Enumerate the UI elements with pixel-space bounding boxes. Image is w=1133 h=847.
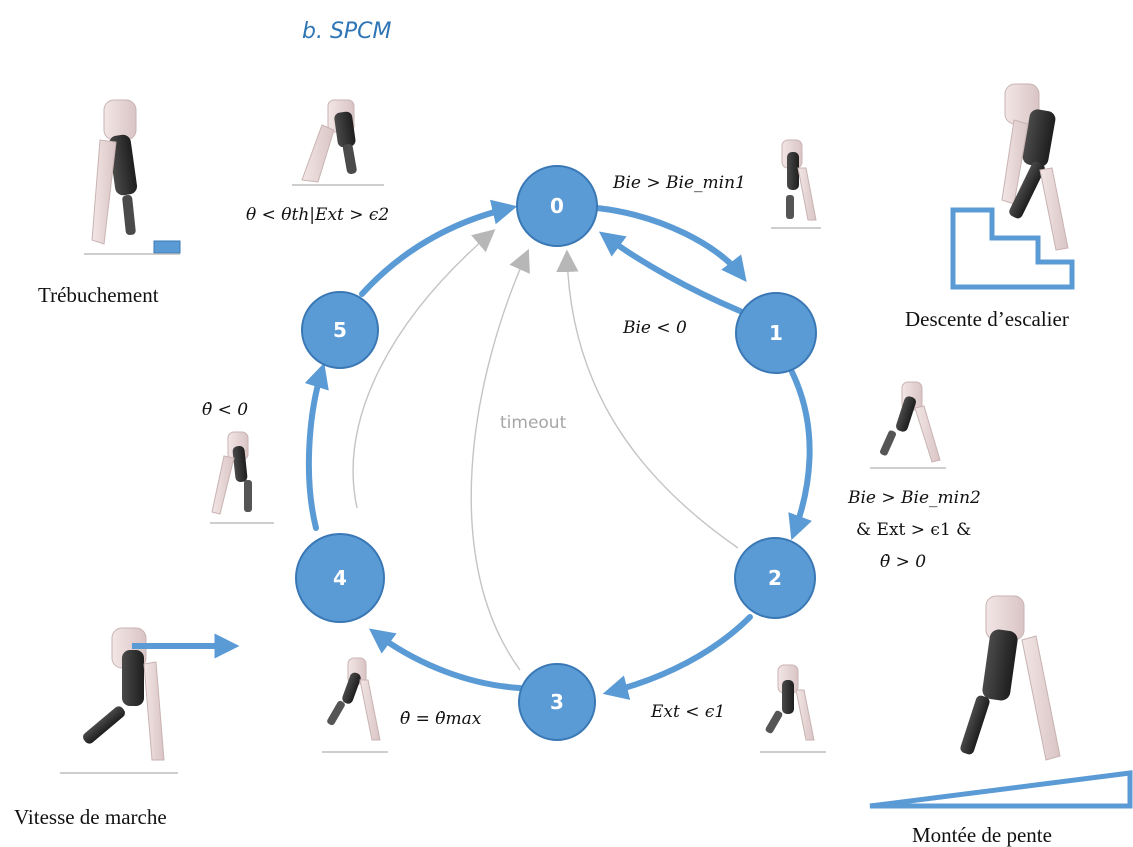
state-node-4: 4: [295, 533, 385, 623]
state-label: 3: [550, 690, 564, 714]
scenario-slope-up-illustration: [869, 595, 1133, 809]
state-node-2: 2: [734, 537, 816, 619]
condition-1-to-0: Bie < 0: [622, 318, 687, 338]
condition-2-to-3: Ext < ϵ1: [650, 702, 725, 722]
arrow-4-to-5: [304, 362, 329, 531]
state-label: 2: [768, 566, 782, 590]
condition-1-to-2-line3: θ̇ > 0: [880, 552, 926, 572]
state-label: 5: [333, 318, 347, 342]
state-label: 0: [550, 194, 564, 218]
state-node-5: 5: [301, 291, 379, 369]
state-label: 4: [333, 566, 347, 590]
arrow-5-to-0: [359, 199, 518, 297]
condition-0-to-1: Bie > Bie_min1: [612, 173, 746, 193]
arrow-0-to-1: [594, 205, 747, 282]
state-node-1: 1: [735, 292, 817, 374]
scenario-walk-speed-illustration: [60, 627, 240, 774]
scenario-stumble-label: Trébuchement: [38, 283, 159, 307]
state-node-3: 3: [518, 663, 596, 741]
scenario-stairs-down-illustration: [950, 83, 1075, 290]
leg-thumbnail-state1: [771, 139, 821, 229]
state-label: 1: [769, 321, 783, 345]
condition-4-to-5: θ̇ < 0: [202, 400, 248, 420]
arrow-2-to-3: [602, 614, 753, 700]
scenario-stairs-down-label: Descente d’escalier: [905, 307, 1069, 331]
arrow-3-to-4: [368, 628, 523, 691]
diagram-title: b. SPCM: [302, 19, 392, 44]
scenario-slope-up-label: Montée de pente: [912, 823, 1052, 847]
condition-5-to-0: θ < θth|Ext > ϵ2: [246, 205, 389, 225]
arrow-1-to-2: [788, 369, 813, 541]
leg-thumbnail-state2: [870, 381, 946, 469]
leg-thumbnail-state5: [210, 431, 274, 524]
leg-thumbnail-state4: [322, 657, 388, 753]
timeout-label: timeout: [500, 413, 567, 433]
arrow-1-to-0: [598, 231, 743, 314]
leg-thumbnail-top: [292, 99, 384, 186]
timeout-arrow-4: [352, 229, 496, 509]
timeout-arrows: [352, 229, 739, 671]
condition-3-to-4: θ̇ = θ̇max: [400, 709, 482, 729]
condition-1-to-2-line1: Bie > Bie_min2: [847, 488, 981, 508]
scenario-stumble-illustration: [84, 99, 181, 255]
leg-thumbnail-state3: [760, 664, 826, 753]
scenario-walk-speed-label: Vitesse de marche: [14, 805, 167, 829]
state-node-0: 0: [516, 165, 598, 247]
transition-arrows: [304, 199, 813, 700]
timeout-arrow-2: [556, 249, 739, 549]
timeout-arrow-3: [470, 248, 530, 671]
condition-1-to-2-line2: & Ext > ϵ1 &: [856, 520, 971, 540]
